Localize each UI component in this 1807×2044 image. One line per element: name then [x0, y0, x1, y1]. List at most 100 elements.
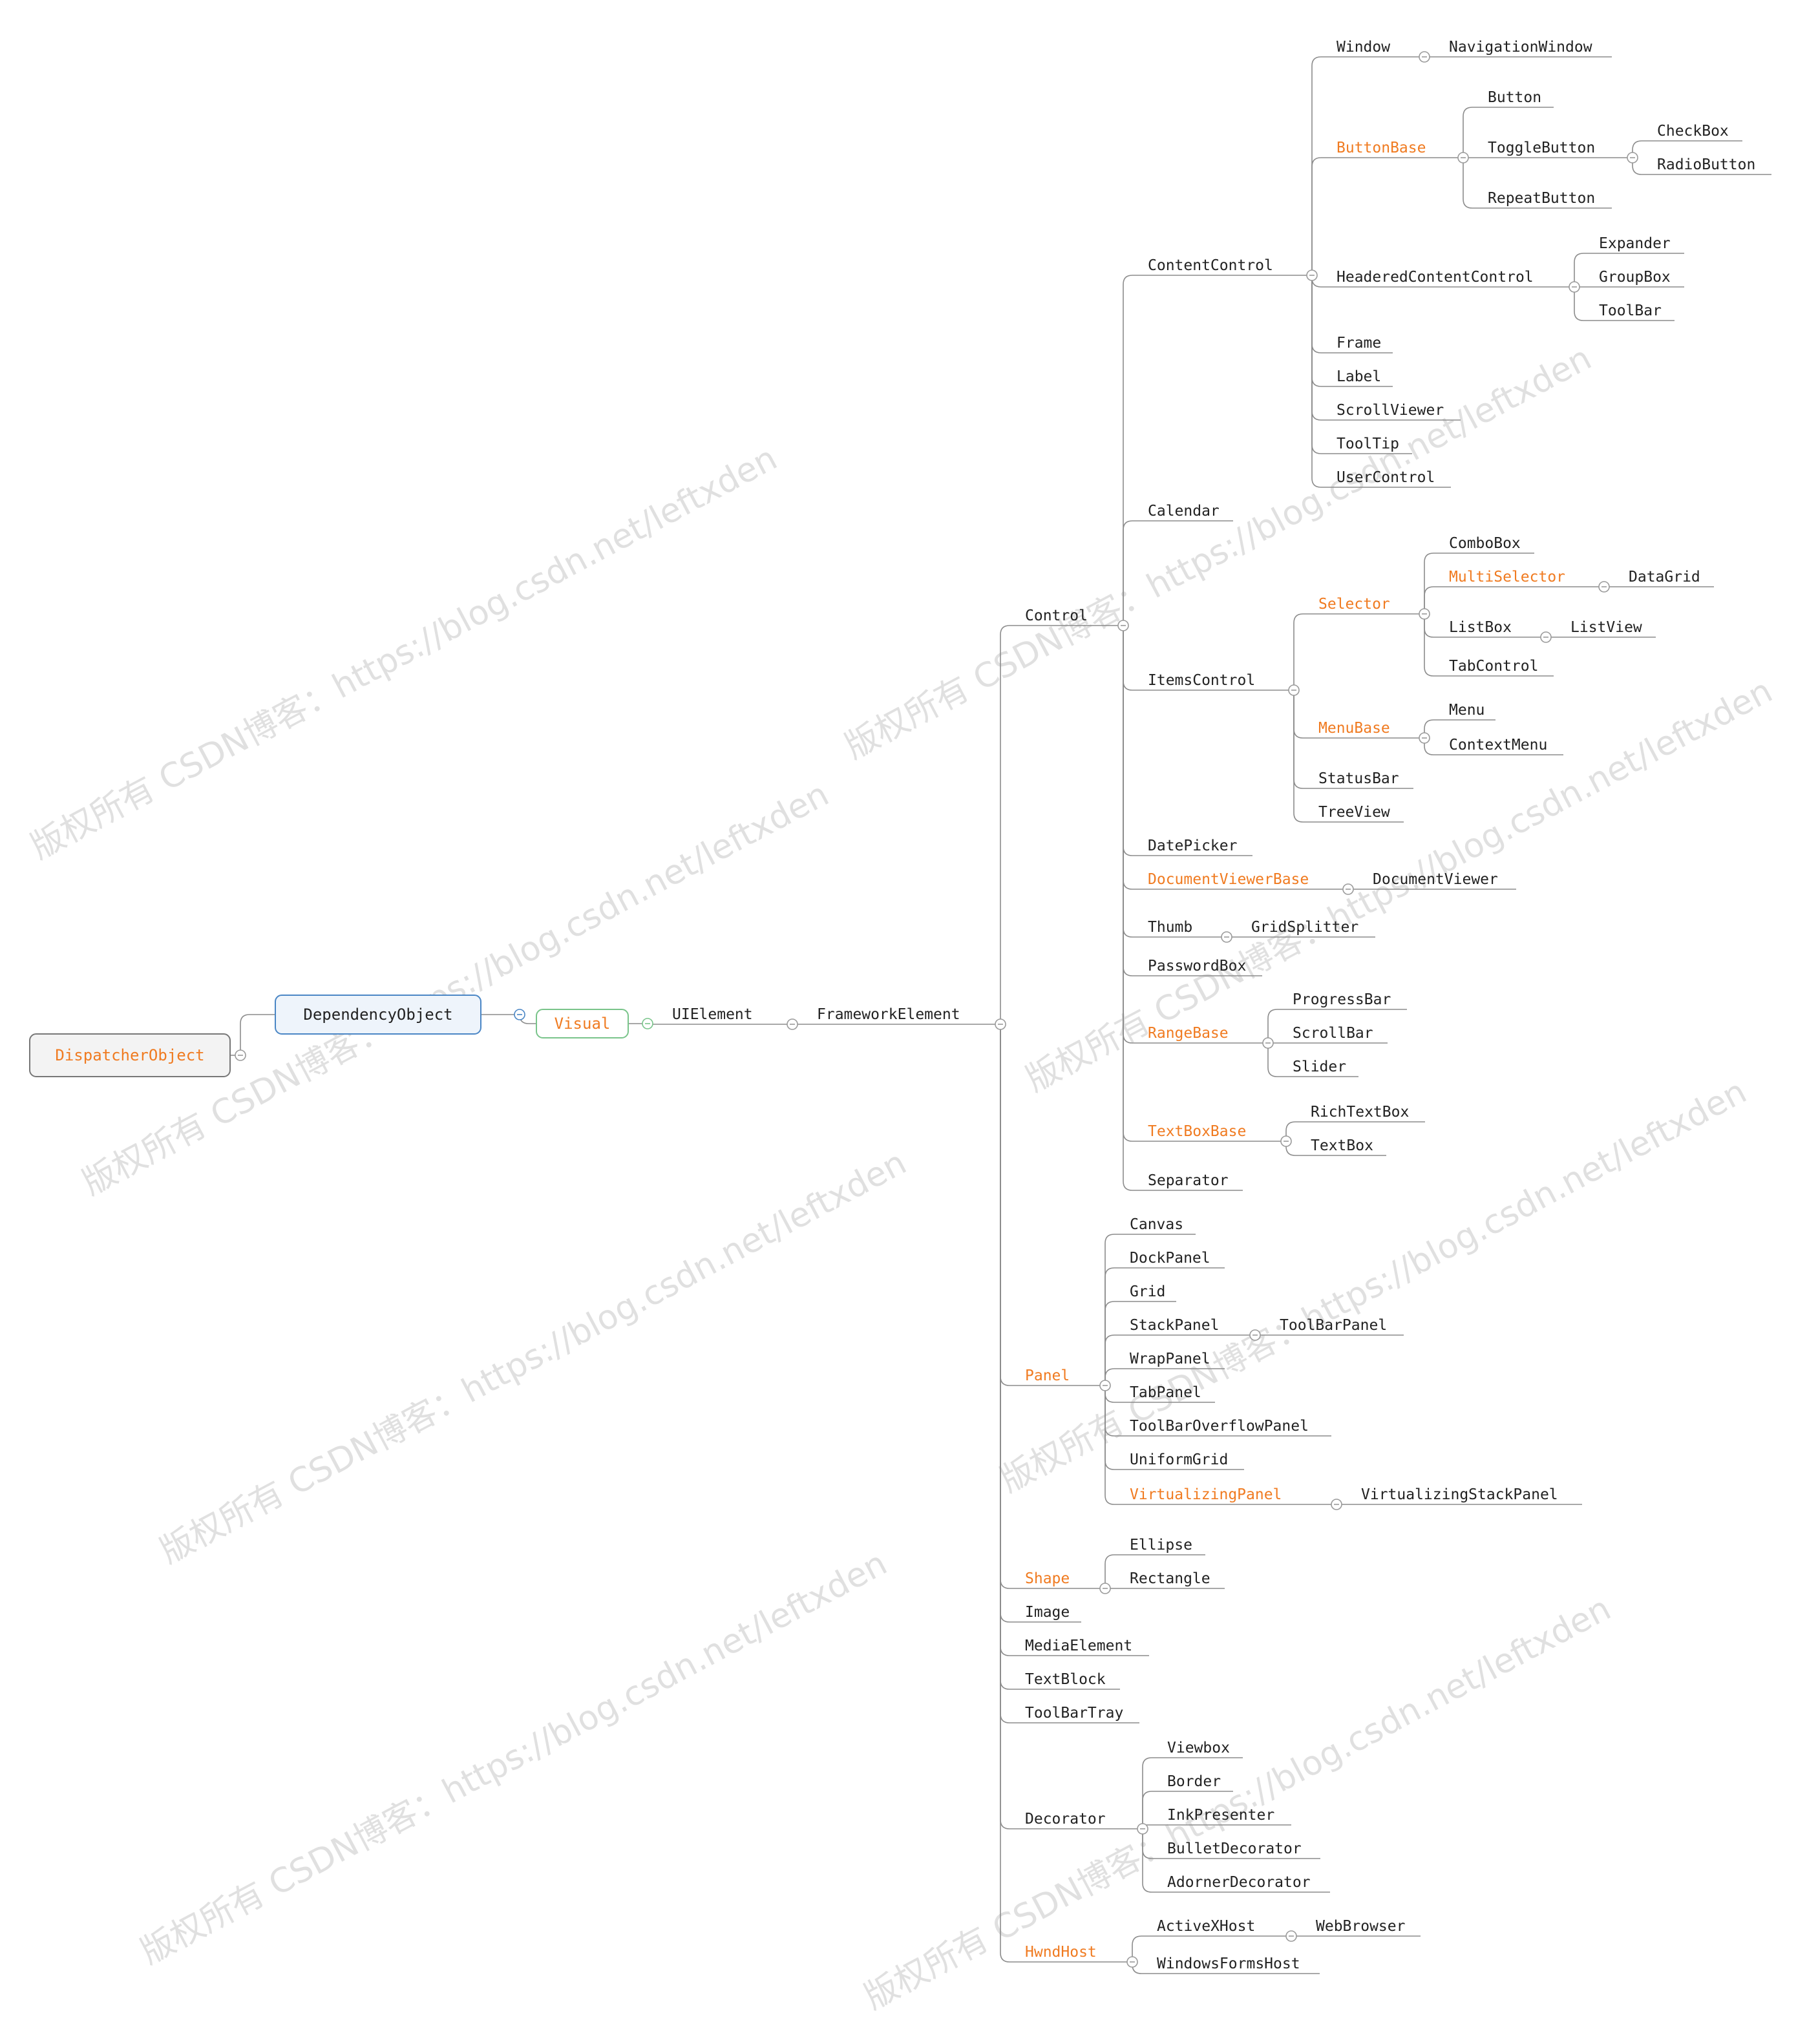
- collapse-toggle-icon[interactable]: [1342, 883, 1354, 895]
- node-hwnd-host: HwndHost: [1017, 1944, 1110, 1963]
- connector: [1142, 1829, 1159, 1893]
- node-label: ProgressBar: [1293, 991, 1391, 1008]
- watermark-text: 版权所有 CSDN博客：https://blog.csdn.net/leftxd…: [994, 1072, 1753, 1500]
- node-uniform-grid: UniformGrid: [1122, 1451, 1244, 1470]
- collapse-toggle-icon[interactable]: [1598, 581, 1610, 593]
- collapse-toggle-icon[interactable]: [235, 1049, 246, 1061]
- node-thumb: Thumb: [1140, 919, 1204, 938]
- node-label: Ellipse: [1130, 1537, 1192, 1554]
- node-label: MultiSelector: [1449, 569, 1565, 585]
- node-tool-bar-overflow-panel: ToolBarOverflowPanel: [1122, 1418, 1331, 1437]
- connector: [1132, 1935, 1149, 1962]
- connector: [1293, 690, 1311, 789]
- collapse-toggle-icon[interactable]: [642, 1018, 653, 1029]
- connector: [1142, 1791, 1159, 1829]
- collapse-toggle-icon[interactable]: [1540, 631, 1552, 643]
- connector: [1123, 275, 1140, 626]
- node-uielement: UIElement: [664, 1006, 767, 1025]
- collapse-toggle-icon[interactable]: [1627, 152, 1638, 163]
- node-decorator: Decorator: [1017, 1811, 1120, 1829]
- node-combo-box: ComboBox: [1441, 535, 1534, 554]
- connector: [1424, 553, 1441, 614]
- node-label: DockPanel: [1130, 1250, 1210, 1267]
- node-selector: Selector: [1311, 596, 1404, 615]
- node-repeat-button: RepeatButton: [1480, 190, 1612, 209]
- collapse-toggle-icon[interactable]: [1285, 1930, 1297, 1942]
- node-media-element: MediaElement: [1017, 1638, 1149, 1656]
- connector: [1311, 56, 1329, 275]
- node-window: Window: [1329, 39, 1402, 58]
- collapse-toggle-icon[interactable]: [1099, 1583, 1111, 1594]
- node-rectangle: Rectangle: [1122, 1570, 1225, 1589]
- node-active-xhost: ActiveXHost: [1149, 1918, 1271, 1937]
- node-shape: Shape: [1017, 1570, 1081, 1589]
- collapse-toggle-icon[interactable]: [1288, 684, 1300, 696]
- connector: [1293, 613, 1311, 690]
- node-label: TextBox: [1311, 1137, 1373, 1154]
- node-label: GridSplitter: [1251, 919, 1358, 936]
- node-label: ItemsControl: [1148, 672, 1255, 689]
- node-label: GroupBox: [1599, 269, 1671, 286]
- watermark-text: 版权所有 CSDN博客：https://blog.csdn.net/leftxd…: [154, 1143, 913, 1571]
- node-label: DocumentViewer: [1373, 871, 1498, 888]
- node-label: HwndHost: [1025, 1944, 1097, 1961]
- collapse-toggle-icon[interactable]: [1262, 1037, 1274, 1049]
- node-label: TextBoxBase: [1148, 1123, 1246, 1140]
- node-label: DatePicker: [1148, 838, 1237, 854]
- node-date-picker: DatePicker: [1140, 838, 1252, 856]
- node-label: TabPanel: [1130, 1384, 1201, 1401]
- collapse-toggle-icon[interactable]: [1099, 1380, 1111, 1391]
- node-expander: Expander: [1591, 235, 1684, 254]
- node-visual: Visual: [536, 1009, 629, 1038]
- connector: [1123, 626, 1140, 890]
- collapse-toggle-icon[interactable]: [1457, 152, 1469, 163]
- node-headered-content-control: HeaderedContentControl: [1329, 269, 1558, 288]
- node-label: ToolBarTray: [1025, 1705, 1123, 1722]
- watermark-text: 版权所有 CSDN博客：https://blog.csdn.net/leftxd…: [134, 1544, 893, 1972]
- collapse-toggle-icon[interactable]: [995, 1018, 1006, 1030]
- node-label: TreeView: [1318, 804, 1390, 821]
- connector: [1000, 1024, 1017, 1386]
- collapse-toggle-icon[interactable]: [1419, 51, 1430, 63]
- node-label: WindowsFormsHost: [1157, 1955, 1300, 1972]
- node-text-box-base: TextBoxBase: [1140, 1123, 1262, 1142]
- node-frame: Frame: [1329, 335, 1393, 353]
- collapse-toggle-icon[interactable]: [1117, 620, 1129, 631]
- collapse-toggle-icon[interactable]: [1249, 1329, 1261, 1341]
- connector: [1000, 625, 1017, 1024]
- collapse-toggle-icon[interactable]: [1331, 1499, 1342, 1510]
- node-text-box: TextBox: [1303, 1137, 1386, 1156]
- collapse-toggle-icon[interactable]: [1221, 931, 1232, 943]
- node-document-viewer-base: DocumentViewerBase: [1140, 871, 1330, 890]
- node-scroll-bar: ScrollBar: [1285, 1025, 1388, 1044]
- node-label: VirtualizingPanel: [1130, 1486, 1282, 1503]
- collapse-toggle-icon[interactable]: [1126, 1956, 1138, 1968]
- node-label: VirtualizingStackPanel: [1361, 1486, 1558, 1503]
- node-label: TabControl: [1449, 658, 1538, 675]
- watermark-text: 版权所有 CSDN博客：https://blog.csdn.net/leftxd…: [25, 439, 783, 867]
- node-label: Border: [1167, 1773, 1221, 1790]
- node-range-base: RangeBase: [1140, 1025, 1243, 1044]
- watermark-text: 版权所有 CSDN博客：https://blog.csdn.net/leftxd…: [858, 1589, 1617, 2017]
- node-label: ScrollBar: [1293, 1025, 1373, 1042]
- collapse-toggle-icon[interactable]: [1419, 608, 1430, 620]
- node-label: RepeatButton: [1488, 190, 1595, 207]
- collapse-toggle-icon[interactable]: [1569, 281, 1580, 293]
- collapse-toggle-icon[interactable]: [787, 1018, 798, 1030]
- node-label: Separator: [1148, 1172, 1229, 1189]
- collapse-toggle-icon[interactable]: [1137, 1823, 1148, 1835]
- collapse-toggle-icon[interactable]: [1280, 1135, 1292, 1147]
- node-dispatcher-object: DispatcherObject: [29, 1033, 231, 1077]
- node-slider: Slider: [1285, 1059, 1358, 1077]
- collapse-toggle-icon[interactable]: [1419, 732, 1430, 744]
- node-label: WebBrowser: [1316, 1918, 1405, 1935]
- node-label: PasswordBox: [1148, 958, 1246, 975]
- node-label: DependencyObject: [303, 1006, 452, 1024]
- collapse-toggle-icon[interactable]: [514, 1009, 525, 1020]
- collapse-toggle-icon[interactable]: [1306, 269, 1318, 281]
- node-label: Decorator: [1025, 1811, 1106, 1828]
- node-label: InkPresenter: [1167, 1807, 1274, 1824]
- node-label: Panel: [1025, 1367, 1070, 1384]
- node-list-box: ListBox: [1441, 619, 1525, 638]
- node-radio-button: RadioButton: [1649, 156, 1771, 175]
